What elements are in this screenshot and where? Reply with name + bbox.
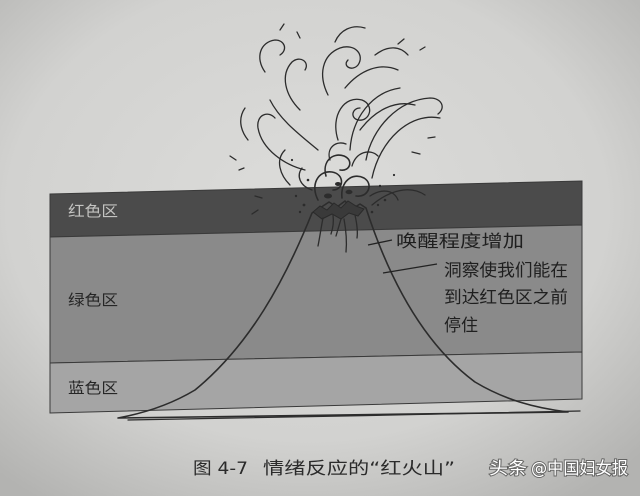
arousal-annotation: 唤醒程度增加 [396,232,524,252]
green-zone-label: 绿色区 [68,291,118,309]
smoke-swirl [344,66,399,89]
ash-speck [298,210,302,214]
ash-speck [376,203,380,207]
smoke-swirl [369,190,399,201]
smoke-swirl [322,46,361,96]
ash-speck [383,198,387,202]
ash-cluster [335,182,341,186]
lava-streak [335,218,342,237]
ash-speck [370,210,374,214]
smoke-flick [397,38,405,45]
smoke-swirl [359,103,416,131]
watermark-platform: 头条 [489,459,527,479]
smoke-flick [279,23,285,31]
smoke-swirl [284,58,307,111]
smoke-swirl [371,189,426,206]
smoke-flick [411,151,421,155]
smoke-swirl [335,98,371,141]
smoke-swirl [341,175,370,199]
ash-cluster [345,189,353,195]
smoke-flick [419,46,426,51]
smoke-swirl [371,116,441,179]
blue-zone-label: 蓝色区 [68,379,118,397]
smoke-swirl [278,149,291,186]
insight-leader-line [382,263,438,274]
smoke-swirl [334,26,366,43]
smoke-swirl [269,99,319,151]
lava-streak [317,217,324,247]
arousal-leader-line [367,239,393,246]
insight-annotation-line-3: 停住 [444,316,478,336]
smoke-swirl [259,39,286,73]
lava-streaks [317,214,359,253]
smoke-swirl [365,97,443,161]
ash-speck [294,194,298,198]
volcano-body [117,200,569,419]
smoke-flick [238,167,245,171]
smoke-swirl [328,142,347,161]
smoke-flick [229,155,237,161]
smoke-swirl [349,87,401,151]
lava-streak [330,214,335,235]
smoke-swirl [351,151,379,167]
smoke-flick [296,31,301,39]
red-zone-label: 红色区 [68,202,118,220]
ash-cluster [324,193,332,199]
ash-speck [290,158,294,162]
eruption-smoke [229,23,443,215]
smoke-swirl [324,154,351,177]
figure-caption-title: 情绪反应的“红火山” [263,459,455,479]
ash-speck [378,184,382,188]
lava-streak [343,218,348,253]
smoke-swirl [257,113,306,171]
insight-annotation-line-1: 洞察使我们能在 [444,260,568,281]
smoke-swirl [374,47,409,56]
lava-streak [354,214,359,239]
smoke-flick [427,136,436,139]
figure-number: 图 4-7 [193,459,248,479]
smoke-swirl [298,167,313,191]
smoke-swirl [240,107,249,141]
smoke-swirl [314,171,343,201]
ash-speck [392,173,396,177]
blue-zone-band [49,351,583,414]
ash-speck [302,203,306,207]
insight-annotation-line-2: 到达红色区之前 [444,288,568,308]
ash-speck [306,178,310,182]
smoke-flick [254,195,263,199]
watermark-account: @中国妇女报 [531,459,628,479]
smoke-flick [251,209,259,215]
